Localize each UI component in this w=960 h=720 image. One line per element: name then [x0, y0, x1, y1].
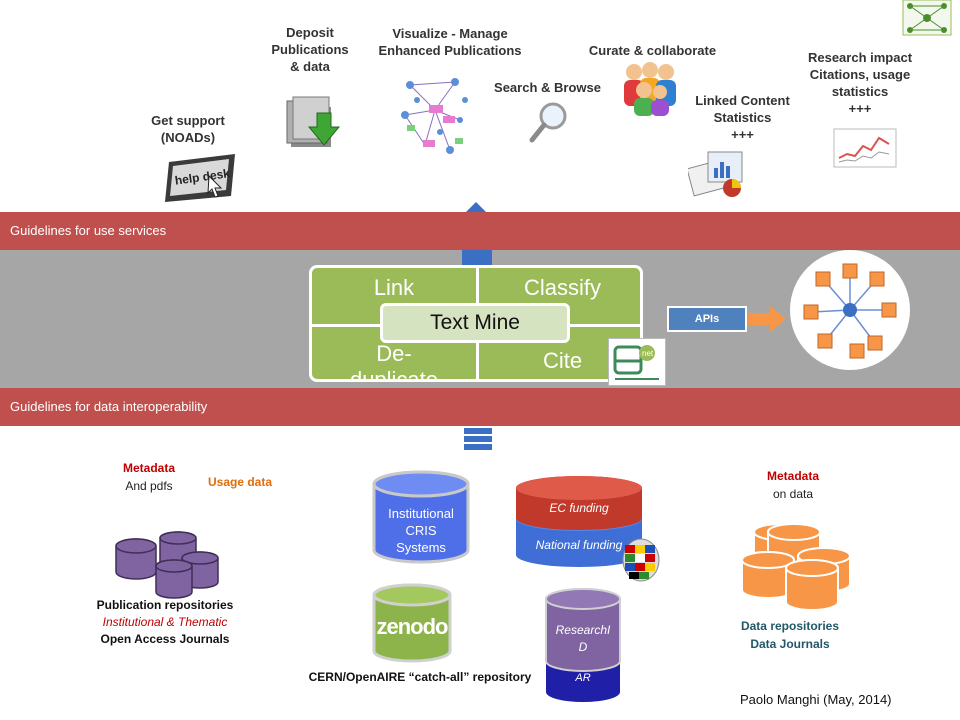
- ec-funding-cylinder-icon: [514, 474, 644, 532]
- pub-repos-line2: Institutional & Thematic: [102, 615, 228, 629]
- deduplicate-label: De- duplicate: [349, 341, 439, 382]
- graph-network-icon: [395, 70, 475, 165]
- up-arrow-top: [462, 200, 490, 216]
- collaborate-people-icon: [620, 60, 680, 116]
- distribution-network-icon: [790, 250, 910, 370]
- folder-download-icon: [285, 95, 347, 153]
- magnifier-icon: [528, 100, 570, 146]
- researchid-label: ResearchI D: [555, 623, 611, 654]
- curate-label: Curate & collaborate: [588, 43, 717, 58]
- link-label: Link: [373, 275, 415, 300]
- helpdesk-icon: help desk: [165, 152, 237, 204]
- ec-funding-label: EC funding: [549, 501, 609, 515]
- metadata-right-sub: on data: [772, 487, 814, 501]
- cris-cylinder-icon: [372, 470, 470, 565]
- text-mine-box: Text Mine: [380, 303, 570, 343]
- metadata-left-title: Metadata: [122, 461, 175, 475]
- metadata-right-title: Metadata: [766, 469, 819, 483]
- dnet-text: net: [642, 349, 654, 358]
- visualize-label: Visualize - Manage Enhanced Publications: [378, 26, 522, 58]
- national-funding-label: National funding: [535, 538, 623, 552]
- zenodo-label: zenodo: [376, 614, 449, 639]
- network-logo-icon: [902, 0, 952, 36]
- text-mine-label: Text Mine: [430, 311, 520, 334]
- researchid-cylinder-icon: [544, 587, 622, 675]
- usage-data-label: Usage data: [207, 475, 273, 489]
- zenodo-cylinder-icon: [372, 583, 452, 663]
- cris-label: Institutional CRIS Systems: [388, 506, 454, 555]
- up-arrow-bottom: [462, 428, 494, 454]
- metadata-left-sub: And pdfs: [125, 479, 173, 493]
- guidelines-use-services-band: Guidelines for use services: [0, 212, 960, 250]
- data-repos-line2: Data Journals: [750, 637, 830, 651]
- credit-text: Paolo Manghi (May, 2014): [740, 692, 892, 707]
- pub-repos-line1: Publication repositories: [96, 598, 234, 612]
- apis-button[interactable]: APIs: [667, 306, 747, 332]
- publication-repositories-icon: [112, 530, 227, 602]
- cite-label: Cite: [542, 348, 583, 373]
- pub-repos-line3: Open Access Journals: [100, 632, 230, 646]
- apis-label: APIs: [694, 313, 720, 325]
- classify-label: Classify: [523, 275, 601, 300]
- data-repositories-icon: [740, 520, 855, 616]
- apis-arrow: [748, 304, 788, 334]
- cern-catch-all-label: CERN/OpenAIRE “catch-all” repository: [308, 670, 532, 684]
- flags-globe-icon: [620, 537, 662, 583]
- search-browse-label: Search & Browse: [494, 80, 601, 95]
- research-impact-label: Research impact Citations, usage statist…: [807, 50, 913, 116]
- get-support-label: Get support (NOADs): [151, 113, 225, 145]
- guidelines-data-interop-band: Guidelines for data interoperability: [0, 388, 960, 426]
- linked-content-label: Linked Content Statistics +++: [695, 93, 790, 142]
- charts-documents-icon: [686, 148, 750, 200]
- deposit-label: Deposit Publications & data: [271, 25, 349, 74]
- line-chart-icon: [833, 128, 897, 168]
- blue-connector-top: [462, 250, 492, 266]
- orcid-partial-label: AR: [575, 672, 591, 684]
- data-repos-line1: Data repositories: [740, 619, 840, 633]
- dnet-logo-icon: net: [608, 338, 666, 386]
